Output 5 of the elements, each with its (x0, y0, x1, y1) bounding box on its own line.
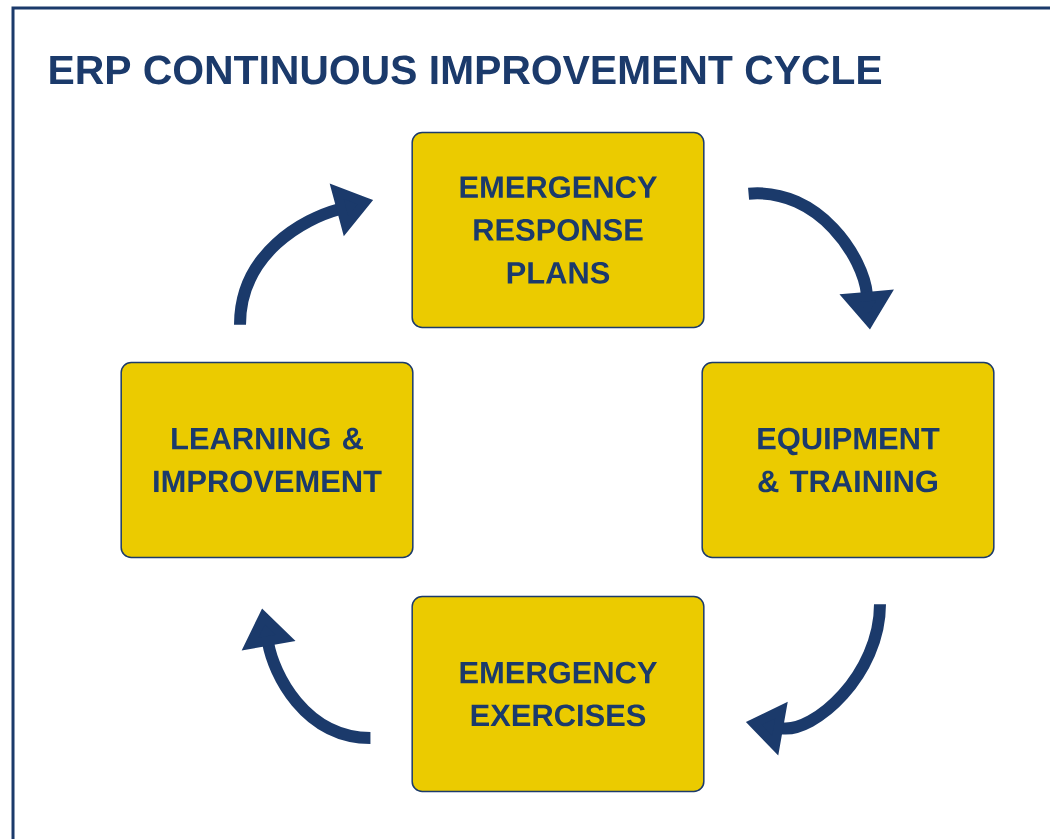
process-box: EQUIPMENT & TRAINING (701, 361, 995, 559)
title: ERP CONTINUOUS IMPROVEMENT CYCLE (50, 55, 882, 85)
process-box: EMERGENCY EXERCISES (411, 595, 705, 793)
process-box: LEARNING & IMPROVEMENT (120, 361, 414, 559)
process-box: EMERGENCY RESPONSE PLANS (411, 131, 705, 329)
